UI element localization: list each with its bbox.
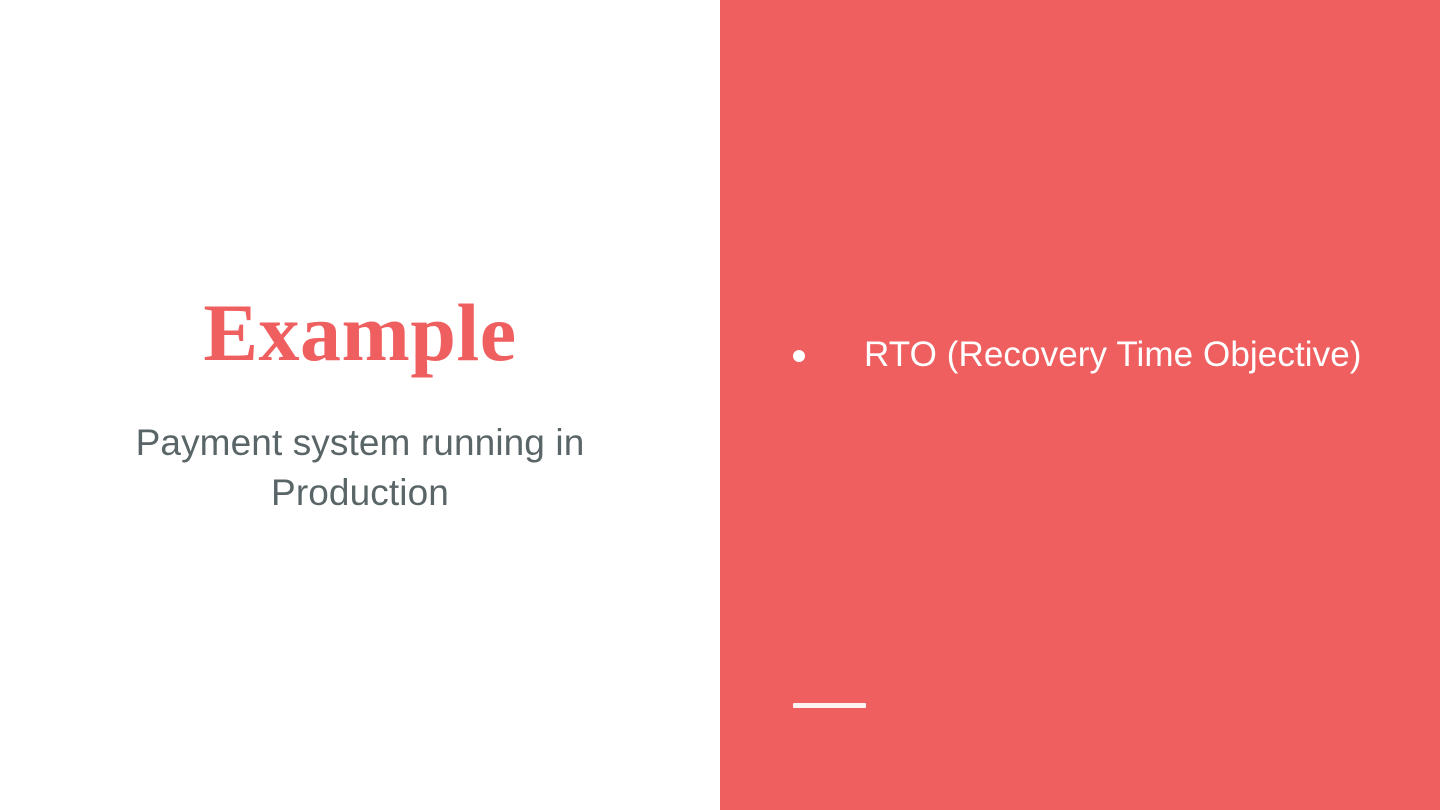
slide-subtitle: Payment system running in Production — [135, 422, 585, 513]
left-title-panel: Example Payment system running in Produc… — [80, 291, 640, 518]
title-block: Example Payment system running in Produc… — [80, 292, 640, 518]
list-item: RTO (Recovery Time Objective) — [793, 332, 1413, 378]
bullet-dot-icon — [793, 350, 805, 362]
bullet-list: RTO (Recovery Time Objective) — [793, 332, 1413, 378]
right-content-panel: RTO (Recovery Time Objective) — [720, 0, 1440, 810]
accent-rule — [793, 703, 866, 708]
bullet-item-label: RTO (Recovery Time Objective) — [864, 335, 1362, 374]
slide-title: Example — [203, 287, 517, 378]
